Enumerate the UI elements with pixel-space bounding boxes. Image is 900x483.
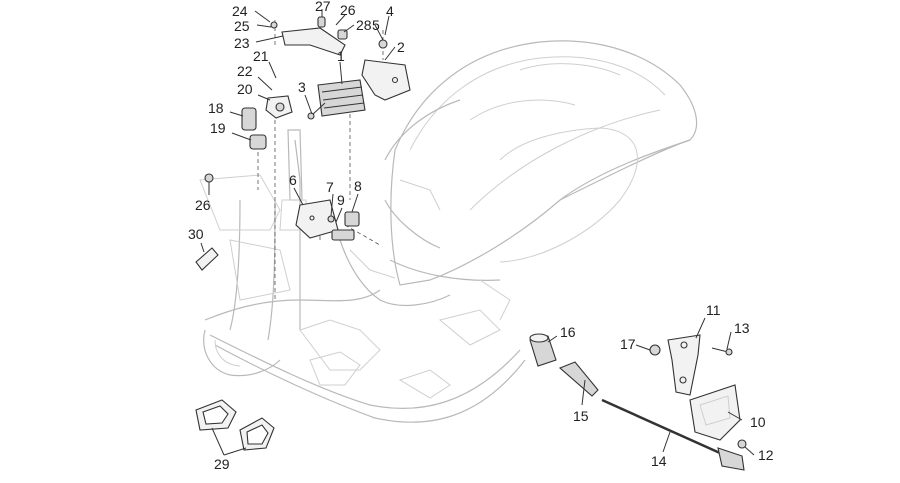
part-housing-10 (689, 384, 741, 441)
callout-14: 14 (651, 453, 667, 469)
part-bolt-3 (307, 102, 326, 120)
part-rod-end-15 (558, 361, 599, 397)
part-clamp-17 (649, 344, 661, 356)
part-cap-12 (737, 439, 747, 449)
part-upper-bracket (281, 27, 346, 56)
callout-26: 26 (340, 2, 356, 18)
part-stand-rod-14 (601, 398, 745, 471)
callout-1: 1 (337, 48, 345, 64)
part-connector-19 (249, 134, 267, 150)
callout-7: 7 (326, 179, 334, 195)
callout-30: 30 (188, 226, 204, 242)
callout-5: 5 (372, 17, 380, 33)
callout-19: 19 (210, 120, 226, 136)
part-voltage-regulator (317, 79, 366, 117)
part-pin-7 (327, 215, 335, 223)
callout-29: 29 (214, 456, 230, 472)
callout-11: 11 (706, 302, 721, 318)
part-regulator-bracket (361, 59, 411, 101)
callout-21: 21 (253, 48, 269, 64)
callout-26b: 26 (195, 197, 211, 213)
part-clip-30 (195, 247, 219, 271)
callout-22: 22 (237, 63, 253, 79)
part-bushing-16 (529, 333, 557, 367)
callout-2: 2 (397, 39, 405, 55)
callout-8: 8 (354, 178, 362, 194)
callout-27: 27 (315, 0, 331, 14)
callout-numbers: 24 27 26 25 28 4 5 23 2 21 1 22 3 20 18 … (188, 0, 774, 472)
part-stand-bracket-11 (667, 334, 701, 396)
callout-24: 24 (232, 3, 248, 19)
part-clip-26b (204, 173, 214, 183)
callout-17: 17 (620, 336, 636, 352)
callout-25: 25 (234, 18, 250, 34)
callout-12: 12 (758, 447, 774, 463)
callout-16: 16 (560, 324, 576, 340)
callout-6: 6 (289, 172, 297, 188)
part-plate-6 (295, 199, 339, 239)
callout-9: 9 (337, 192, 345, 208)
part-connector-18 (241, 107, 257, 131)
callout-4: 4 (386, 3, 394, 19)
callout-10: 10 (750, 414, 766, 430)
callout-28: 28 (356, 17, 372, 33)
callout-18: 18 (208, 100, 224, 116)
callout-23: 23 (234, 35, 250, 51)
part-grommets-29 (195, 399, 275, 451)
part-bolt-13 (711, 347, 733, 356)
callout-15: 15 (573, 408, 589, 424)
part-sensor-20 (265, 95, 293, 119)
callout-13: 13 (734, 320, 750, 336)
callout-3: 3 (298, 79, 306, 95)
callout-20: 20 (237, 81, 253, 97)
leader-lines (200, 9, 755, 456)
